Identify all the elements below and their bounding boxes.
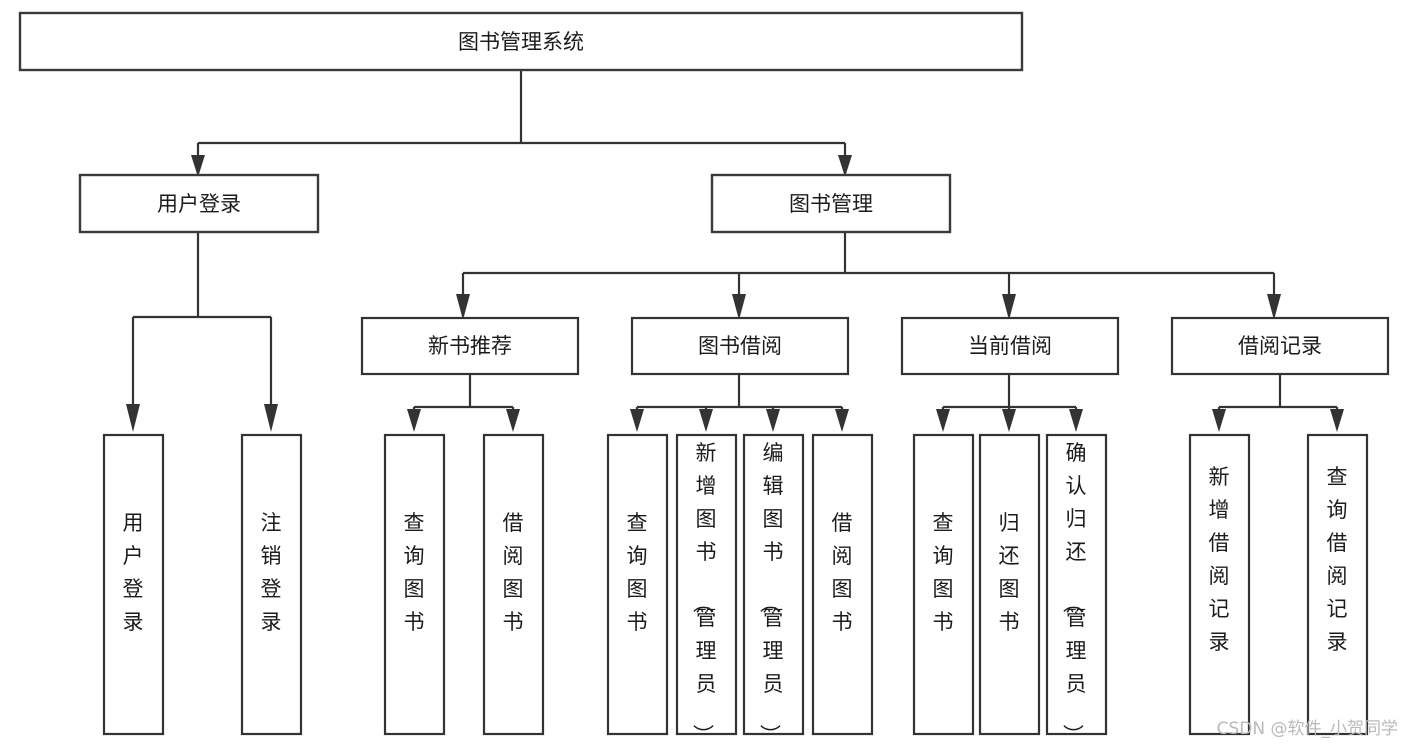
node-leaf-edit-book-label: 编辑图书（管理员） — [758, 441, 784, 745]
node-leaf-logout-login[interactable]: 注销登录 — [240, 433, 303, 736]
edges-new-book-to-leaves — [407, 374, 520, 432]
node-user-login[interactable]: 用户登录 — [78, 173, 320, 234]
arrow-new-book-recommend — [456, 294, 470, 320]
node-leaf-add-record[interactable]: 新增借阅记录 — [1188, 433, 1251, 736]
csdn-watermark: CSDN @软件_小贺同学 — [1217, 719, 1398, 739]
node-leaf-borrow-book-2-label: 借阅图书 — [832, 511, 853, 634]
arrow-leaf-borrow-book-1 — [506, 409, 520, 432]
node-root[interactable]: 图书管理系统 — [18, 11, 1024, 72]
arrow-current-borrow — [1002, 294, 1016, 320]
node-leaf-borrow-book-1[interactable]: 借阅图书 — [482, 433, 545, 736]
arrow-leaf-user-login — [126, 404, 140, 432]
arrow-borrow-record — [1267, 294, 1281, 320]
node-leaf-borrow-book-2-box[interactable] — [811, 433, 874, 736]
arrow-leaf-query-record — [1330, 409, 1344, 432]
node-leaf-user-login-box[interactable] — [102, 433, 165, 736]
node-leaf-add-book-box[interactable] — [675, 433, 738, 736]
node-leaf-query-record[interactable]: 查询借阅记录 — [1306, 433, 1369, 736]
node-leaf-logout-login-label: 注销登录 — [261, 511, 282, 634]
node-leaf-borrow-book-2[interactable]: 借阅图书 — [811, 433, 874, 736]
arrow-leaf-confirm-return — [1069, 409, 1083, 432]
arrow-book-management — [838, 155, 852, 177]
arrow-leaf-query-book-2 — [630, 409, 644, 432]
node-leaf-query-book-3-box[interactable] — [912, 433, 975, 736]
node-leaf-edit-book[interactable]: 编辑图书（管理员） — [742, 433, 805, 745]
node-root-box[interactable] — [18, 11, 1024, 72]
node-leaf-add-book[interactable]: 新增图书（管理员） — [675, 433, 738, 745]
arrow-leaf-edit-book — [766, 409, 780, 432]
node-leaf-query-book-2-box[interactable] — [606, 433, 669, 736]
node-book-borrow-label: 图书借阅 — [698, 334, 782, 358]
node-book-management[interactable]: 图书管理 — [710, 173, 952, 234]
node-user-login-box[interactable] — [78, 173, 320, 234]
node-current-borrow[interactable]: 当前借阅 — [900, 316, 1120, 376]
node-leaf-query-book-1-label: 查询图书 — [404, 511, 425, 634]
arrow-user-login — [191, 155, 205, 177]
node-leaf-confirm-return-label: 确认归还（管理员） — [1061, 441, 1087, 745]
arrow-leaf-logout — [264, 404, 278, 432]
node-leaf-query-record-label: 查询借阅记录 — [1327, 465, 1348, 654]
arrow-leaf-borrow-book-2 — [835, 409, 849, 432]
node-leaf-query-book-2-label: 查询图书 — [627, 511, 648, 634]
node-new-book-recommend[interactable]: 新书推荐 — [360, 316, 580, 376]
node-leaf-query-book-3[interactable]: 查询图书 — [912, 433, 975, 736]
edges-borrow-record-to-leaves — [1212, 374, 1344, 432]
node-current-borrow-box[interactable] — [900, 316, 1120, 376]
node-book-borrow[interactable]: 图书借阅 — [630, 316, 850, 376]
node-leaf-query-book-1-box[interactable] — [383, 433, 446, 736]
node-leaf-borrow-book-1-box[interactable] — [482, 433, 545, 736]
node-leaf-return-book[interactable]: 归还图书 — [978, 433, 1041, 736]
node-root-label: 图书管理系统 — [458, 30, 584, 54]
node-new-book-recommend-label: 新书推荐 — [428, 334, 512, 358]
node-leaf-add-record-box[interactable] — [1188, 433, 1251, 736]
node-leaf-user-login-label: 用户登录 — [123, 511, 144, 634]
node-borrow-record[interactable]: 借阅记录 — [1170, 316, 1390, 376]
node-leaf-user-login[interactable]: 用户登录 — [102, 433, 165, 736]
arrow-leaf-query-book-3 — [936, 409, 950, 432]
node-leaf-query-record-box[interactable] — [1306, 433, 1369, 736]
node-leaf-logout-login-box[interactable] — [240, 433, 303, 736]
edges-root-to-level1 — [191, 70, 852, 177]
node-new-book-recommend-box[interactable] — [360, 316, 580, 376]
node-book-borrow-box[interactable] — [630, 316, 850, 376]
node-leaf-return-book-box[interactable] — [978, 433, 1041, 736]
arrow-leaf-add-record — [1212, 409, 1226, 432]
node-leaf-edit-book-box[interactable] — [742, 433, 805, 736]
node-borrow-record-label: 借阅记录 — [1238, 334, 1322, 358]
node-leaf-confirm-return-box[interactable] — [1045, 433, 1108, 736]
node-leaf-query-book-3-label: 查询图书 — [933, 511, 954, 634]
arrow-leaf-return-book — [1002, 409, 1016, 432]
edges-book-management-to-level2 — [456, 232, 1281, 320]
node-leaf-add-record-label: 新增借阅记录 — [1209, 465, 1230, 654]
node-user-login-label: 用户登录 — [157, 192, 241, 216]
node-leaf-add-book-label: 新增图书（管理员） — [691, 441, 717, 745]
edges-book-borrow-to-leaves — [630, 374, 849, 432]
node-leaf-confirm-return[interactable]: 确认归还（管理员） — [1045, 433, 1108, 745]
arrow-leaf-add-book — [699, 409, 713, 432]
node-current-borrow-label: 当前借阅 — [968, 334, 1052, 358]
node-leaf-borrow-book-1-label: 借阅图书 — [503, 511, 524, 634]
node-leaf-query-book-2[interactable]: 查询图书 — [606, 433, 669, 736]
node-leaf-return-book-label: 归还图书 — [999, 511, 1020, 634]
node-leaf-query-book-1[interactable]: 查询图书 — [383, 433, 446, 736]
arrow-book-borrow — [732, 294, 746, 320]
node-book-management-label: 图书管理 — [789, 192, 873, 216]
edges-user-login-to-leaves — [126, 232, 278, 432]
node-book-management-box[interactable] — [710, 173, 952, 234]
arrow-leaf-query-book-1 — [407, 409, 421, 432]
node-borrow-record-box[interactable] — [1170, 316, 1390, 376]
edges-current-borrow-to-leaves — [936, 374, 1083, 432]
